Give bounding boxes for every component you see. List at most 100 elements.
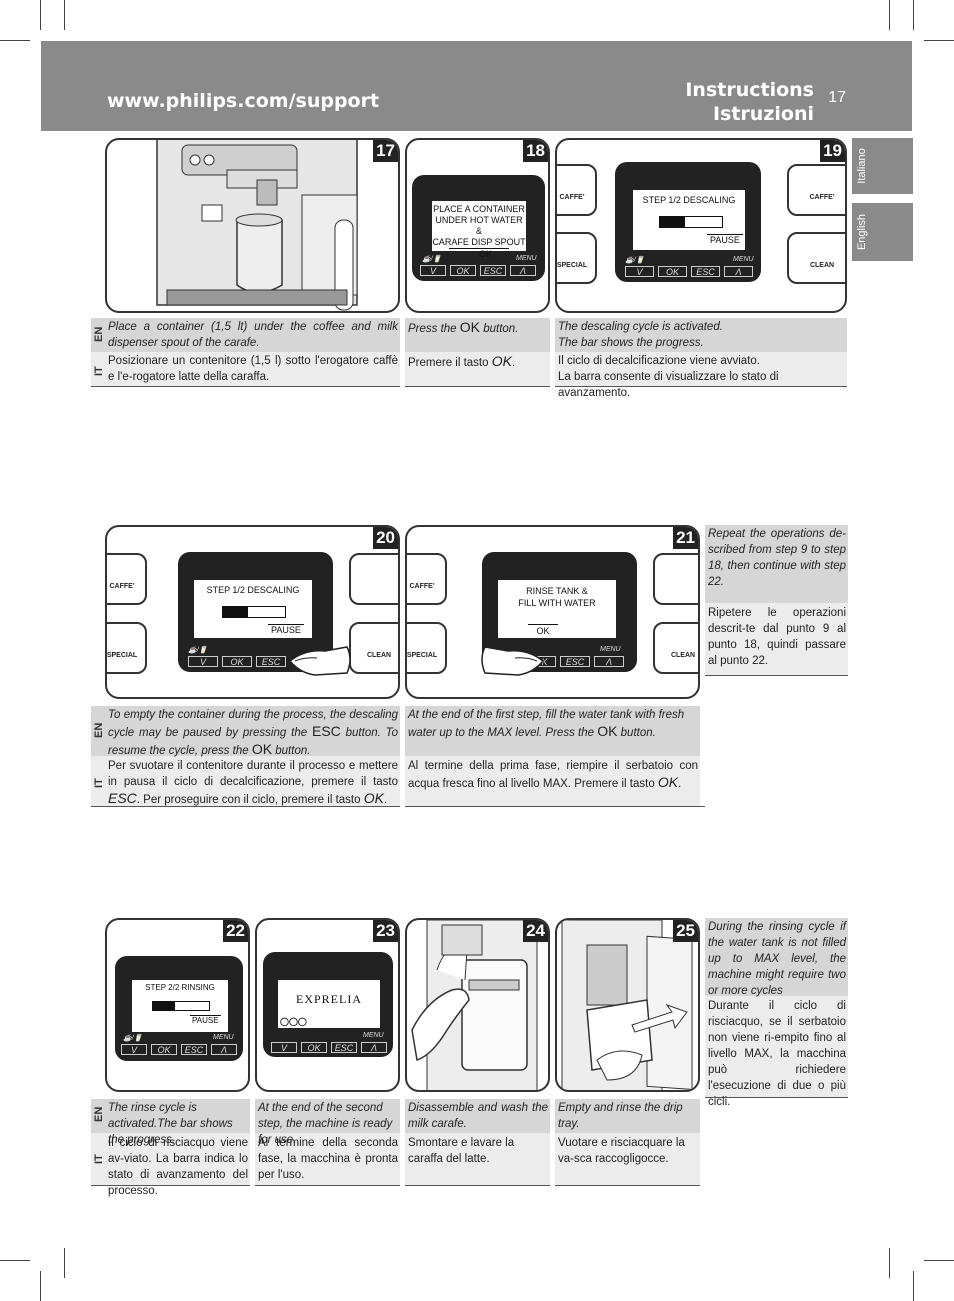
en-caption-band: [91, 318, 400, 352]
it-caption-band: [405, 756, 700, 806]
progress-bar: [659, 216, 723, 228]
caffe-button-right[interactable]: CAFFE': [787, 164, 845, 216]
up-button[interactable]: Λ: [211, 1044, 237, 1055]
it-caption-band: [555, 352, 847, 386]
down-button[interactable]: V: [121, 1044, 147, 1055]
lcd-ok-label: OK: [528, 624, 558, 637]
menu-label: MENU: [600, 646, 621, 653]
machine-illustration: [156, 140, 358, 311]
status-icons: ◯◯◯: [280, 1017, 307, 1026]
step-number: 24: [523, 920, 548, 942]
down-button[interactable]: V: [188, 656, 218, 667]
it-label: IT: [93, 778, 105, 788]
step20-it: Per svuotare il contenitore durante il p…: [108, 760, 398, 806]
crop-mark: [40, 0, 41, 30]
separator: [91, 806, 400, 807]
crop-mark: [924, 1260, 954, 1261]
ok-button[interactable]: OK: [658, 266, 687, 277]
display-panel: STEP 1/2 DESCALING PAUSE ☕/🥛 MENU V OK E…: [615, 162, 761, 282]
up-button[interactable]: Λ: [361, 1042, 387, 1053]
step23-en: At the end of the second step, the machi…: [258, 1102, 393, 1146]
note-en-band: [705, 525, 848, 603]
esc-button[interactable]: ESC: [691, 266, 720, 277]
ok-button[interactable]: OK: [450, 265, 476, 276]
up-button[interactable]: Λ: [724, 266, 753, 277]
step24-it: Smontare e lavare la caraffa del latte.: [408, 1137, 515, 1165]
clean-button[interactable]: CLEAN: [787, 232, 845, 284]
caffe-button[interactable]: CAFFE': [407, 553, 447, 605]
en-caption-band: [405, 706, 700, 756]
caffe-button[interactable]: CAFFE': [107, 553, 147, 605]
side-button-blank[interactable]: [653, 553, 698, 605]
note2-it: Durante il ciclo di risciacquo, se il se…: [708, 1000, 846, 1108]
lcd-screen: RINSE TANK & FILL WITH WATER OK: [498, 580, 616, 638]
figure-22: STEP 2/2 RINSING PAUSE ☕/🥛 MENU V OK ESC…: [105, 918, 250, 1092]
display-panel: STEP 1/2 DESCALING PAUSE ☕/🥛 V OK ESC: [178, 552, 333, 672]
step17-en: Place a container (1,5 lt) under the cof…: [108, 321, 398, 349]
up-button[interactable]: Λ: [510, 265, 536, 276]
esc-button[interactable]: ESC: [480, 265, 506, 276]
crop-mark: [889, 1248, 890, 1278]
clean-button[interactable]: CLEAN: [349, 622, 398, 674]
it-label: IT: [93, 1154, 105, 1164]
lcd-screen: STEP 1/2 DESCALING PAUSE: [633, 190, 745, 250]
progress-bar: [222, 606, 286, 618]
page-number: 17: [828, 89, 846, 106]
it-caption-band: [405, 352, 550, 386]
esc-button[interactable]: ESC: [331, 1042, 357, 1053]
it-caption-band: [91, 756, 400, 806]
separator: [705, 675, 848, 676]
step17-it: Posizionare un contenitore (1,5 l) sotto…: [108, 355, 398, 383]
crop-mark: [913, 1271, 914, 1301]
lcd-pause-label: PAUSE: [707, 234, 743, 245]
esc-button[interactable]: ESC: [256, 656, 286, 667]
tab-english[interactable]: English: [852, 203, 913, 261]
ok-button[interactable]: OK: [222, 656, 252, 667]
step-number: 22: [223, 920, 248, 942]
beverage-icons: ☕/🥛: [188, 647, 208, 654]
step25-it: Vuotare e risciacquare la va-sca raccogl…: [558, 1137, 685, 1165]
header-title-en: Instructions: [685, 79, 814, 101]
note2-en: During the rinsing cycle if the water ta…: [708, 921, 846, 997]
step21-it: Al termine della prima fase, riempire il…: [408, 760, 698, 790]
progress-bar: [152, 1001, 210, 1011]
separator: [555, 386, 847, 387]
display-panel: STEP 2/2 RINSING PAUSE ☕/🥛 MENU V OK ESC…: [115, 956, 243, 1061]
down-button[interactable]: V: [625, 266, 654, 277]
up-button[interactable]: Λ: [594, 656, 624, 667]
display-panel: EXPRELIA ◯◯◯ MENU V OK ESC Λ: [263, 952, 393, 1057]
ok-button[interactable]: OK: [301, 1042, 327, 1053]
step24-en: Disassemble and wash the milk carafe.: [408, 1102, 548, 1130]
it-caption-band: [91, 352, 400, 386]
down-button[interactable]: V: [271, 1042, 297, 1053]
en-label: EN: [93, 722, 105, 738]
clean-button[interactable]: CLEAN: [653, 622, 698, 674]
figure-21: CAFFE' SPECIAL CLEAN RINSE TANK & FILL W…: [405, 525, 700, 699]
esc-button[interactable]: ESC: [181, 1044, 207, 1055]
down-button[interactable]: V: [420, 265, 446, 276]
en-label: EN: [93, 1106, 105, 1122]
en-caption-band: [555, 318, 847, 352]
support-url[interactable]: www.philips.com/support: [107, 90, 380, 112]
brand-logo: EXPRELIA: [296, 992, 362, 1006]
ok-button[interactable]: OK: [151, 1044, 177, 1055]
esc-button[interactable]: ESC: [560, 656, 590, 667]
beverage-icons: ☕/🥛: [123, 1035, 143, 1042]
tab-italiano[interactable]: Italiano: [852, 138, 913, 194]
drip-tray-illustration: [561, 920, 693, 1090]
step23-it: Al termine della seconda fase, la macchi…: [258, 1137, 398, 1181]
it-caption-band: [405, 1133, 550, 1185]
special-button[interactable]: SPECIAL: [407, 622, 447, 674]
step18-it: Premere il tasto OK.: [408, 353, 516, 369]
figure-25: 25: [555, 918, 700, 1092]
step-number: 17: [373, 140, 398, 162]
side-button-blank[interactable]: [349, 553, 398, 605]
step22-en: The rinse cycle is activated.The bar sho…: [108, 1102, 233, 1146]
special-button[interactable]: SPECIAL: [557, 232, 597, 284]
it-caption-band: [91, 1133, 250, 1185]
lcd-pause-label: PAUSE: [190, 1015, 221, 1025]
special-button[interactable]: SPECIAL: [107, 622, 147, 674]
step-number: 25: [673, 920, 698, 942]
caffe-button[interactable]: CAFFE': [557, 164, 597, 216]
crop-mark: [0, 40, 30, 41]
